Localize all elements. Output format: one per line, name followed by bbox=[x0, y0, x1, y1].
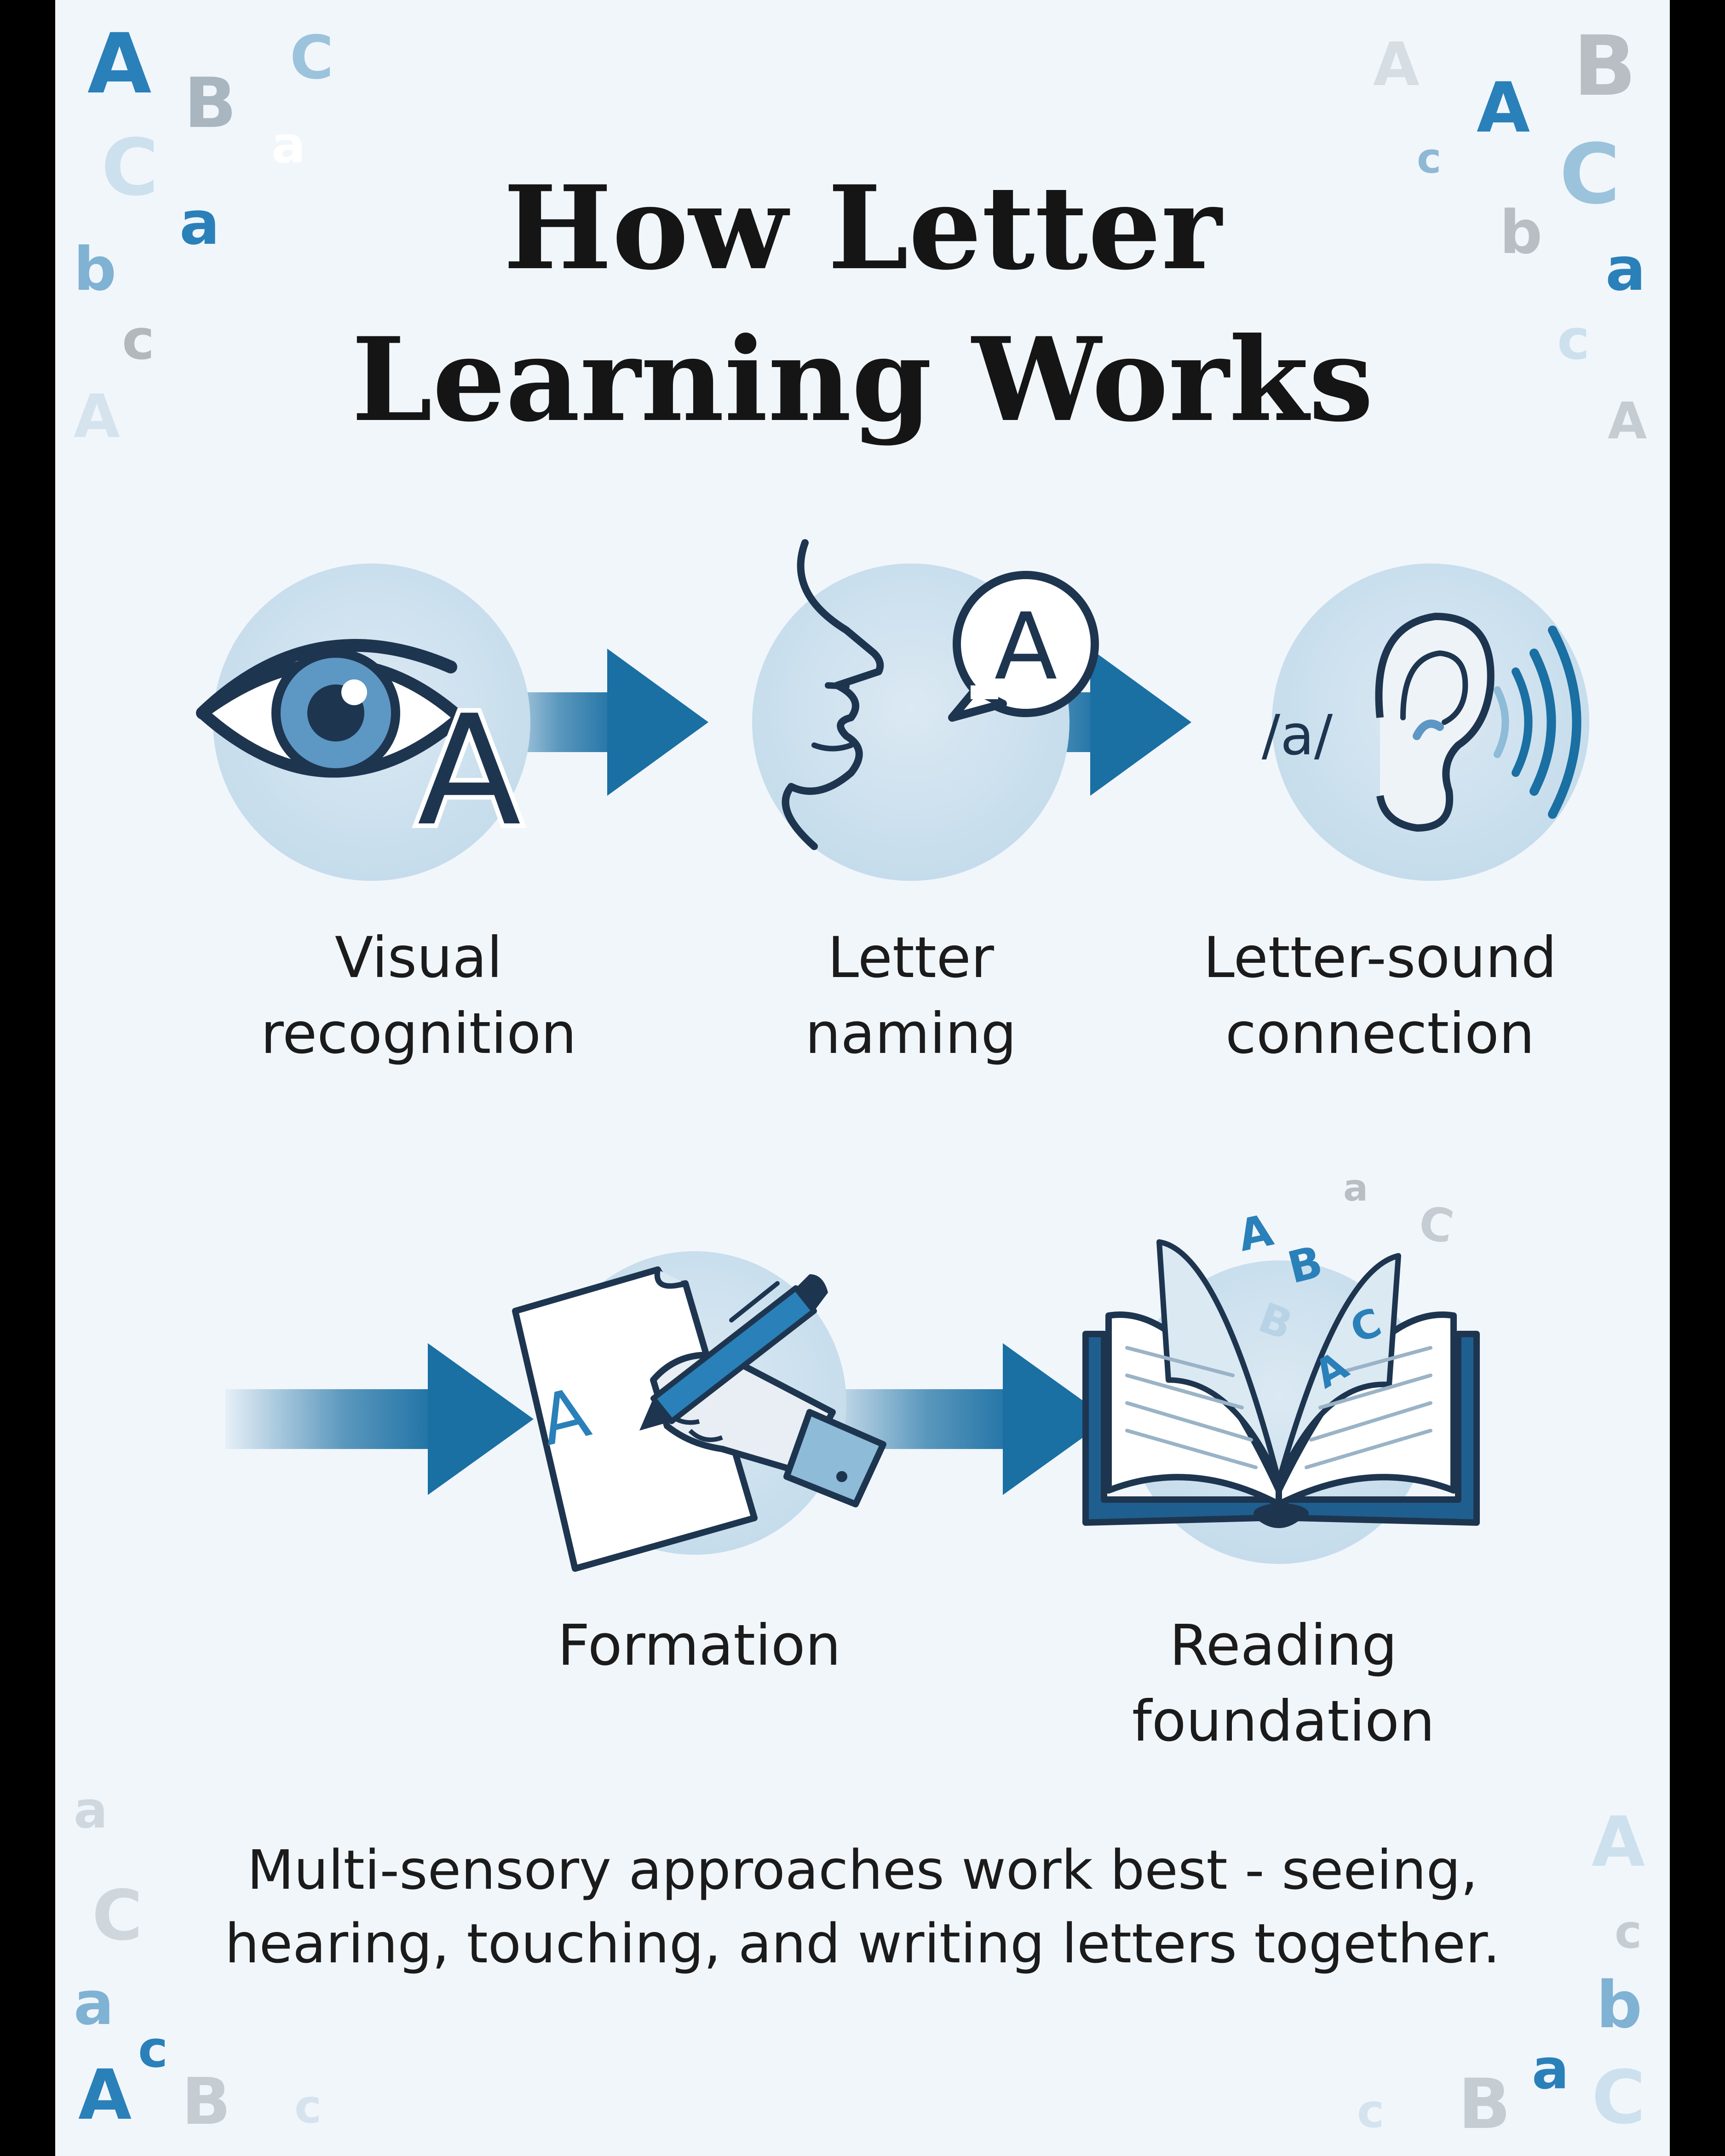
deco-letter: B bbox=[184, 63, 237, 144]
step-reading-foundation: A a C B B C A bbox=[1082, 1167, 1480, 1564]
flow-arrow bbox=[225, 1343, 534, 1495]
deco-letter: c bbox=[294, 2080, 322, 2133]
step-visual-recognition: A bbox=[196, 563, 530, 881]
process-flow-diagram: A A /a/ bbox=[196, 539, 1589, 1572]
page-title: How Letter Learning Works bbox=[55, 152, 1670, 455]
step-label-line: connection bbox=[1225, 1001, 1535, 1066]
footer-line: Multi-sensory approaches work best - see… bbox=[247, 1838, 1478, 1902]
deco-letter: a bbox=[74, 1781, 108, 1840]
deco-letter: C bbox=[1559, 126, 1621, 223]
deco-letter: a bbox=[1532, 2038, 1569, 2102]
deco-letter: A bbox=[1592, 1802, 1645, 1882]
step-letter-naming: A bbox=[752, 539, 1099, 881]
step-label-reading: Reading foundation bbox=[1053, 1608, 1513, 1759]
speech-bubble-icon: A bbox=[948, 571, 1099, 722]
deco-letter: A bbox=[1373, 29, 1420, 99]
pen-icon bbox=[639, 1274, 828, 1431]
deco-letter: A bbox=[78, 2055, 132, 2135]
open-book-icon bbox=[1082, 1239, 1480, 1528]
svg-text:A: A bbox=[1234, 1205, 1277, 1262]
step-label-formation: Formation bbox=[469, 1608, 929, 1684]
sound-waves-icon bbox=[1494, 626, 1581, 819]
step-label-line: Letter-sound bbox=[1203, 925, 1557, 990]
step-label-naming: Letter naming bbox=[690, 920, 1132, 1072]
deco-letter: A bbox=[1477, 68, 1530, 148]
step-label-sound: Letter-sound connection bbox=[1127, 920, 1633, 1072]
speaking-face-icon bbox=[782, 539, 884, 850]
deco-letter: C bbox=[101, 122, 159, 213]
deco-letter: A bbox=[1608, 391, 1647, 450]
ear-icon bbox=[1375, 613, 1495, 832]
deco-letter: c bbox=[1615, 1905, 1642, 1959]
deco-letter: C bbox=[92, 1876, 143, 1956]
deco-letter: a bbox=[1605, 234, 1646, 304]
step-label-line: Reading bbox=[1169, 1613, 1397, 1678]
eye-icon bbox=[196, 639, 466, 778]
deco-letter: C bbox=[1592, 2054, 1646, 2140]
phoneme-label: /a/ bbox=[1262, 704, 1333, 768]
deco-letter: B bbox=[182, 2064, 231, 2139]
deco-letter: c bbox=[122, 308, 155, 372]
deco-letter: a bbox=[74, 1968, 114, 2038]
step-label-visual: Visual recognition bbox=[193, 920, 644, 1072]
deco-letter: B bbox=[1573, 18, 1637, 115]
title-line: How Letter bbox=[503, 160, 1222, 295]
deco-letter: A bbox=[74, 381, 120, 451]
svg-text:a: a bbox=[1343, 1167, 1368, 1209]
deco-letter: a bbox=[179, 188, 220, 258]
svg-text:C: C bbox=[1415, 1195, 1458, 1254]
letter-a-glyph: A bbox=[995, 593, 1058, 701]
deco-letter: b bbox=[1500, 197, 1543, 267]
step-label-line: naming bbox=[805, 1001, 1017, 1066]
deco-letter: c bbox=[1557, 308, 1590, 372]
deco-letter: c bbox=[1357, 2084, 1385, 2138]
letter-a-glyph: A bbox=[417, 683, 522, 859]
deco-letter: c bbox=[1417, 134, 1442, 183]
title-line: Learning Works bbox=[351, 312, 1374, 447]
deco-letter: b bbox=[74, 234, 117, 304]
step-label-line: foundation bbox=[1132, 1689, 1435, 1754]
floating-letters: A a C B B C A bbox=[1234, 1167, 1458, 1397]
deco-letter: a bbox=[271, 115, 306, 174]
step-label-line: recognition bbox=[260, 1001, 577, 1066]
step-label-line: Letter bbox=[828, 925, 994, 990]
infographic-page: A B C a C a b c A A A B c C b a c A a C … bbox=[55, 0, 1670, 2156]
footer-line: hearing, touching, and writing letters t… bbox=[224, 1912, 1501, 1975]
deco-letter: B bbox=[1458, 2064, 1511, 2145]
deco-letter: C bbox=[290, 23, 334, 92]
step-letter-sound: /a/ bbox=[1262, 563, 1589, 881]
footer-note: Multi-sensory approaches work best - see… bbox=[55, 1833, 1670, 1980]
step-label-line: Formation bbox=[558, 1613, 841, 1678]
step-formation: A bbox=[512, 1251, 886, 1572]
step-label-line: Visual bbox=[334, 925, 503, 990]
deco-letter: b bbox=[1596, 1968, 1643, 2043]
deco-letter: c bbox=[138, 2020, 168, 2079]
deco-letter: A bbox=[87, 16, 152, 112]
